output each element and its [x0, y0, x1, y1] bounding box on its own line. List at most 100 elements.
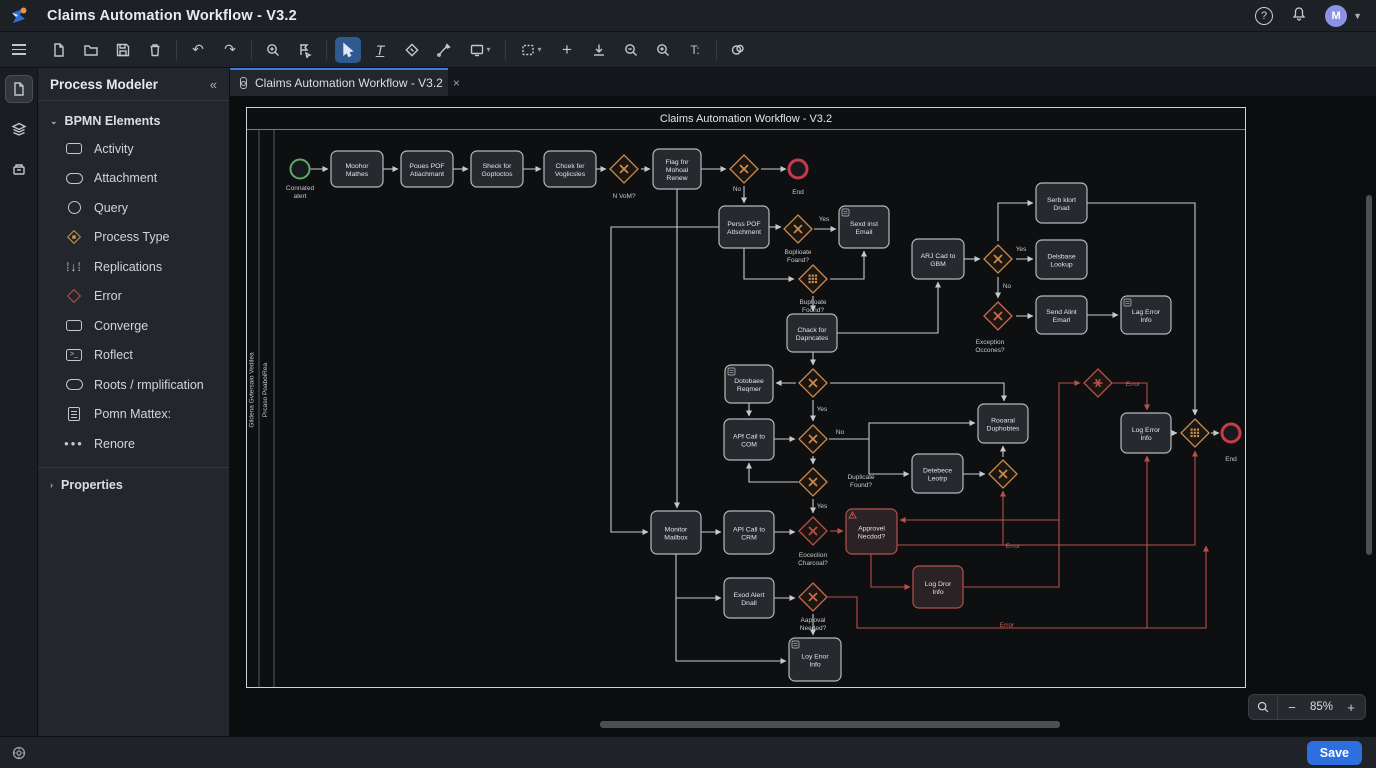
diagram-node-g12[interactable] — [1180, 418, 1210, 448]
diagram-node-g7[interactable] — [798, 467, 828, 497]
tab-claims-workflow[interactable]: Claims Automation Workflow - V3.2 × — [230, 68, 460, 96]
zoom-out-button[interactable]: − — [1288, 699, 1296, 715]
avatar[interactable]: M — [1325, 4, 1348, 27]
diagram-node-g9[interactable] — [983, 301, 1013, 331]
sidebar-item-replications[interactable]: ⁞↓⁞Replications — [38, 252, 229, 282]
crosshair-plus-icon[interactable]: + — [562, 39, 572, 59]
text-options-icon[interactable]: T: — [690, 42, 700, 57]
sidebar-item-roots-rmplification[interactable]: Roots / rmplification — [38, 370, 229, 400]
sidebar-item-roflect[interactable]: >_Roflect — [38, 341, 229, 371]
account-menu[interactable]: M ▼ — [1325, 4, 1362, 27]
diagram-caption: End — [1225, 456, 1237, 463]
diagram-node-g6[interactable] — [798, 424, 828, 454]
save-button[interactable]: Save — [1306, 740, 1362, 765]
select-cursor-icon[interactable] — [335, 36, 361, 63]
open-folder-icon[interactable] — [78, 37, 104, 63]
download-icon[interactable] — [586, 37, 612, 63]
close-icon[interactable]: × — [452, 76, 460, 90]
sidebar-item-process-type[interactable]: Process Type — [38, 223, 229, 253]
canvas-area[interactable]: Claims Automation Workflow - V3.2 Gilden… — [230, 96, 1376, 736]
zoom-search-icon[interactable] — [1249, 695, 1277, 719]
diagram-node-g14[interactable] — [798, 582, 828, 612]
shapes-icon[interactable] — [725, 37, 751, 63]
sidebar-item-pomn-mattex[interactable]: Pomn Mattex: — [38, 400, 229, 430]
section-bpmn-elements[interactable]: ⌄ BPMN Elements — [50, 114, 161, 128]
terminal-icon: >_ — [64, 349, 84, 362]
save-icon[interactable] — [110, 37, 136, 63]
diagram-node-ev_end1[interactable] — [787, 158, 809, 180]
diagram-node-ev_start[interactable] — [289, 158, 311, 180]
archive-panel-icon[interactable] — [6, 156, 32, 182]
diagram-node-g3[interactable] — [783, 214, 813, 244]
diagram-node-g13[interactable] — [798, 516, 828, 546]
zoom-out-icon[interactable] — [618, 37, 644, 63]
text-icon[interactable]: T — [375, 41, 385, 58]
settings-icon[interactable] — [0, 745, 38, 761]
connector-pen-icon[interactable] — [431, 37, 457, 63]
section-properties[interactable]: › Properties — [50, 477, 123, 492]
flag-pointer-icon[interactable] — [292, 37, 318, 63]
zoom-in-icon[interactable] — [650, 37, 676, 63]
sidebar-item-attachment[interactable]: Attachment — [38, 164, 229, 194]
bell-icon[interactable] — [1291, 6, 1307, 26]
diagram-node-g1[interactable] — [609, 154, 639, 184]
collapse-panel-icon[interactable]: « — [209, 76, 217, 92]
layers-panel-icon[interactable] — [6, 116, 32, 142]
undo-icon[interactable]: ↶ — [192, 41, 204, 57]
diagram-node-ev_end2[interactable] — [1220, 422, 1242, 444]
diagram-node-g10[interactable] — [988, 459, 1018, 489]
sidebar-item-activity[interactable]: Activity — [38, 134, 229, 164]
pages-panel-icon[interactable] — [4, 75, 33, 103]
diagram-node-g2[interactable] — [729, 154, 759, 184]
zoom-search-icon[interactable] — [260, 37, 286, 63]
lane-label: Prcaso PoaboiRea — [262, 363, 269, 418]
diagram-node-g8[interactable] — [983, 244, 1013, 274]
diagram-node-g4[interactable] — [798, 264, 828, 294]
vertical-scrollbar[interactable] — [1366, 195, 1372, 555]
sidebar-item-renore[interactable]: •••Renore — [38, 429, 229, 459]
new-file-icon[interactable] — [46, 37, 72, 63]
redo-icon[interactable]: ↷ — [224, 41, 236, 57]
menu-icon[interactable] — [0, 44, 38, 55]
sequence-flow-edge — [675, 554, 722, 601]
marquee-select-icon[interactable]: ▾ — [514, 37, 548, 63]
sidebar-item-converge[interactable]: Converge — [38, 311, 229, 341]
diagram-node-g5[interactable] — [798, 368, 828, 398]
zoom-in-button[interactable]: + — [1347, 699, 1355, 715]
screen-icon[interactable]: ▾ — [463, 37, 497, 63]
diagram-node-g11[interactable] — [1083, 368, 1113, 398]
help-icon[interactable]: ? — [1255, 6, 1274, 25]
trash-icon[interactable] — [142, 37, 168, 63]
eraser-diamond-icon[interactable] — [399, 37, 425, 63]
sidebar-item-query[interactable]: Query — [38, 193, 229, 223]
sidebar-item-error[interactable]: Error — [38, 282, 229, 312]
horizontal-scrollbar[interactable] — [600, 721, 1060, 728]
